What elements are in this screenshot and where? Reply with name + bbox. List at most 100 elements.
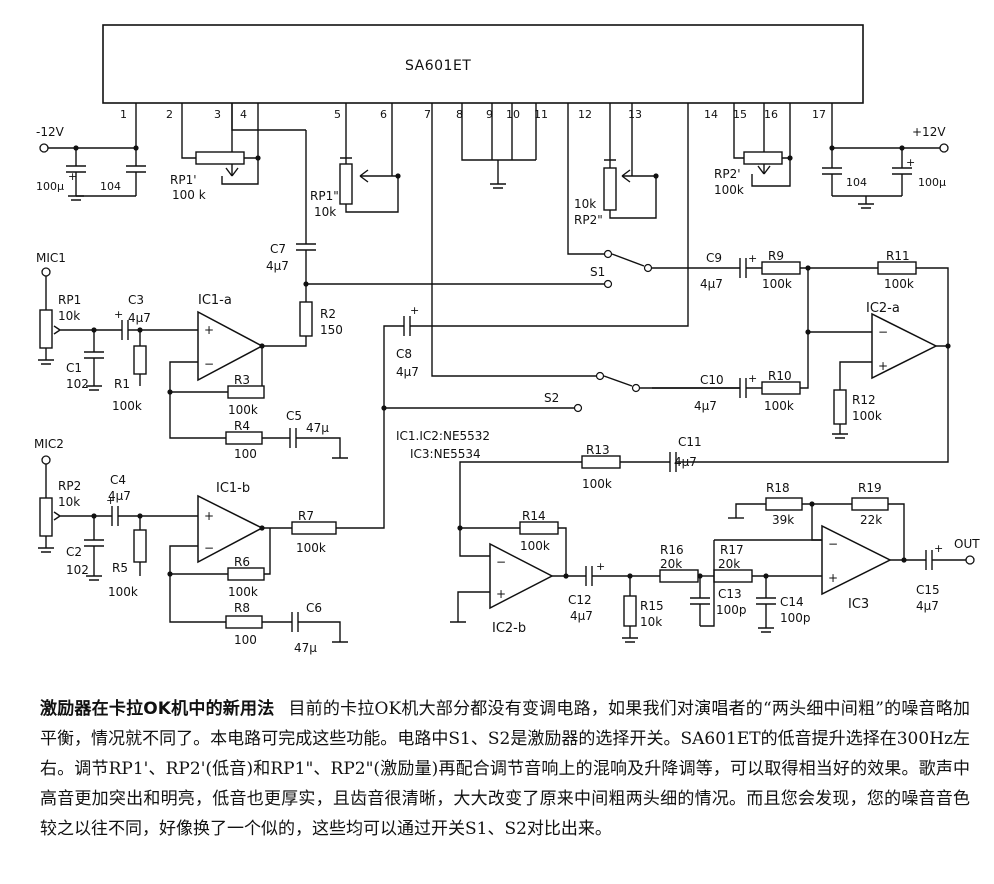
ic-note-1: IC1.IC2:NE5532 [396, 429, 490, 443]
r14-value: 100k [520, 539, 550, 553]
r15-name: R15 [640, 599, 664, 613]
s2-label: S2 [544, 391, 559, 405]
svg-text:+: + [68, 170, 77, 183]
pin-15: 15 [733, 108, 747, 121]
c15-value: 4μ7 [916, 599, 939, 613]
c8-branch: + C8 4μ7 [336, 103, 689, 529]
cap-100u-pos: 100μ [918, 176, 946, 189]
r10-value: 100k [764, 399, 794, 413]
pin-8: 8 [456, 108, 463, 121]
rp1-name: RP1 [58, 293, 81, 307]
c8-name: C8 [396, 347, 412, 361]
cap-104-pos: 104 [846, 176, 867, 189]
svg-text:+: + [934, 542, 943, 555]
mic1-label: MIC1 [36, 251, 66, 265]
rp2-name: RP2 [58, 479, 81, 493]
svg-text:+: + [496, 587, 506, 601]
switch-s2: S2 [384, 371, 740, 413]
c9-value: 4μ7 [700, 277, 723, 291]
r18-name: R18 [766, 481, 790, 495]
cap-104-neg: 104 [100, 180, 121, 193]
middle-pins: 10k RP2" [431, 103, 659, 377]
rp2p-value: 100k [714, 183, 744, 197]
output-terminal [965, 555, 975, 565]
r11-name: R11 [886, 249, 910, 263]
ic1b-label: IC1-b [216, 481, 250, 496]
rp1-prime-potentiometer: RP1' 100 k [170, 103, 306, 202]
ic3-opamp: R18 39k R19 22k − + IC3 + C15 4μ7 OUT [728, 481, 980, 613]
s1-label: S1 [590, 265, 605, 279]
c11-r13-feedback: C11 4μ7 R13 100k [459, 435, 702, 528]
rp2-prime-potentiometer: RP2' 100k [714, 103, 793, 197]
caption: 激励器在卡拉OK机中的新用法目前的卡拉OK机大部分都没有变调电路，如果我们对演唱… [40, 694, 970, 844]
c8-value: 4μ7 [396, 365, 419, 379]
pin-13: 13 [628, 108, 642, 121]
c4-value: 4μ7 [108, 489, 131, 503]
svg-text:+: + [748, 372, 757, 385]
c2-name: C2 [66, 545, 82, 559]
r9-value: 100k [762, 277, 792, 291]
circuit-schematic: SA601ET 1 2 3 4 5 6 7 8 9 10 11 12 13 14… [34, 24, 980, 655]
c7-value: 4μ7 [266, 259, 289, 273]
r10-name: R10 [768, 369, 792, 383]
pin-10: 10 [506, 108, 520, 121]
ic2a-mixer: + C9 4μ7 R9 100k R11 100k − + IC2-a + C1… [652, 249, 951, 463]
pin-9: 9 [486, 108, 493, 121]
ic3-label: IC3 [848, 597, 869, 612]
c10-value: 4μ7 [694, 399, 717, 413]
ic2b-label: IC2-b [492, 621, 526, 636]
svg-text:+: + [410, 304, 419, 317]
positive-supply: +12V 104 + 100μ [822, 103, 949, 209]
mic2-input: MIC2 RP2 10k C2 102 + C4 4μ7 R5 100k [34, 437, 198, 599]
c12-value: 4μ7 [570, 609, 593, 623]
r12-value: 100k [852, 409, 882, 423]
switch-s1: S1 [590, 249, 740, 289]
r3-name: R3 [234, 373, 250, 387]
c13-value: 100p [716, 603, 747, 617]
c6-name: C6 [306, 601, 322, 615]
rp1p-value: 100 k [172, 188, 206, 202]
svg-text:+: + [204, 509, 214, 523]
caption-title: 激励器在卡拉OK机中的新用法 [40, 699, 275, 719]
out-label: OUT [954, 537, 980, 551]
r18-value: 39k [772, 513, 794, 527]
r8-value: 100 [234, 633, 257, 647]
c9-name: C9 [706, 251, 722, 265]
svg-text:+: + [878, 359, 888, 373]
r1-name: R1 [114, 377, 130, 391]
svg-text:+: + [106, 494, 115, 507]
rp2p-name: RP2' [714, 167, 741, 181]
c5-name: C5 [286, 409, 302, 423]
svg-text:+: + [114, 308, 123, 321]
pin-12: 12 [578, 108, 592, 121]
rp1p-name: RP1' [170, 173, 197, 187]
sa601et-chip [102, 24, 864, 104]
svg-text:+: + [204, 323, 214, 337]
r9-name: R9 [768, 249, 784, 263]
c7-r2-branch: C7 4μ7 R2 150 [262, 130, 604, 347]
r13-name: R13 [586, 443, 610, 457]
ic1a-label: IC1-a [198, 293, 232, 308]
ic-note-2: IC3:NE5534 [410, 447, 481, 461]
r6-name: R6 [234, 555, 250, 569]
r16-value: 20k [660, 557, 682, 571]
r19-value: 22k [860, 513, 882, 527]
r14-name: R14 [522, 509, 546, 523]
pin-14: 14 [704, 108, 718, 121]
pin-7: 7 [424, 108, 431, 121]
negative-supply: -12V + 100μ 104 [36, 103, 146, 201]
r7-name: R7 [298, 509, 314, 523]
c3-value: 4μ7 [128, 311, 151, 325]
c11-value: 4μ7 [674, 455, 697, 469]
r15-value: 10k [640, 615, 662, 629]
svg-text:−: − [828, 537, 838, 551]
pin-16: 16 [764, 108, 778, 121]
svg-text:+: + [906, 156, 915, 169]
rp2pp-value: 10k [574, 197, 596, 211]
rp2-value: 10k [58, 495, 80, 509]
r8-name: R8 [234, 601, 250, 615]
chip-label: SA601ET [405, 58, 471, 74]
c6-value: 47μ [294, 641, 317, 655]
rp1-double-prime-potentiometer: RP1" 10k [310, 103, 401, 219]
c10-name: C10 [700, 373, 724, 387]
